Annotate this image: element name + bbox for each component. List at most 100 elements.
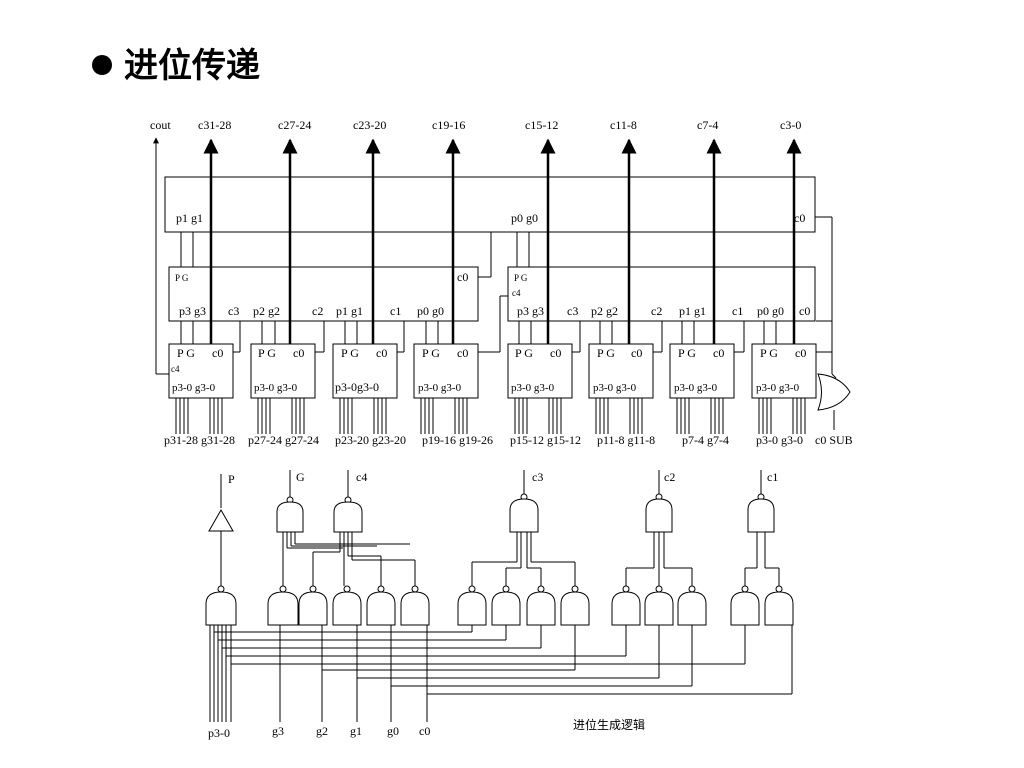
small-block-2-c0: c0: [293, 346, 304, 360]
level1-left-pg: P G: [175, 273, 189, 283]
nand-gate-b10-icon: [560, 591, 590, 626]
small-block-7: [669, 343, 735, 399]
logic-caption: 进位生成逻辑: [573, 717, 645, 732]
block-input-labels: p31-28 g31-28 p27-24 g27-24 p23-20 g23-2…: [164, 433, 853, 447]
logic-in-g1: g1: [350, 724, 362, 738]
level2-label-p0g0: p0 g0: [511, 211, 538, 225]
input-label-5: p15-12 g15-12: [510, 433, 581, 447]
logic-out-c1: c1: [767, 470, 778, 484]
level1-left-pin-p1g1: p1 g1: [336, 304, 363, 318]
small-block-3: [332, 343, 398, 399]
carry-generation-logic: P G c4 c3 c2 c1: [205, 470, 794, 740]
small-block-5-out: p3-0 g3-0: [511, 382, 555, 394]
small-block-2-pg: P G: [258, 346, 276, 360]
small-block-1-c0: c0: [212, 346, 223, 360]
small-block-1-pg: P G: [177, 346, 195, 360]
input-label-2: p27-24 g27-24: [248, 433, 319, 447]
small-block-3-pg: P G: [341, 346, 359, 360]
nand-gate-c2-icon: [645, 498, 673, 533]
small-block-7-out: p3-0 g3-0: [674, 382, 718, 394]
small-block-7-pg: P G: [678, 346, 696, 360]
level1-right-pin-p1g1: p1 g1: [679, 304, 706, 318]
level2-label-p1g1: p1 g1: [176, 211, 203, 225]
label-c3-0: c3-0: [780, 118, 801, 132]
logic-out-c4: c4: [356, 470, 367, 484]
small-block-1-out: p3-0 g3-0: [172, 382, 216, 394]
small-block-2: [250, 343, 316, 399]
level1-left-pin-c1: c1: [390, 304, 401, 318]
small-blocks: P G c0 c4 p3-0 g3-0 P G c0 p3-0 g3-0 P G…: [168, 343, 817, 399]
label-c15-12: c15-12: [525, 118, 558, 132]
level1-left-pin-p3g3: p3 g3: [179, 304, 206, 318]
level1-right-pin-c2: c2: [651, 304, 662, 318]
nand-gate-b12-icon: [644, 591, 674, 626]
logic-in-g0: g0: [387, 724, 399, 738]
slide-title: 进位传递: [92, 44, 260, 88]
level1-left-pin-p2g2: p2 g2: [253, 304, 280, 318]
label-cout: cout: [150, 118, 171, 132]
nand-gate-b13-icon: [677, 591, 707, 626]
small-block-8: [751, 343, 817, 399]
level1-right-pin-c1: c1: [732, 304, 743, 318]
small-block-6-out: p3-0 g3-0: [593, 382, 637, 394]
small-block-1-c4: c4: [171, 364, 180, 374]
input-label-1: p31-28 g31-28: [164, 433, 235, 447]
nand-gate-b11-icon: [611, 591, 641, 626]
level1-right-c4: c4: [512, 288, 521, 298]
level1-left-c0: c0: [457, 270, 468, 284]
nand-gate-b1-icon: [205, 591, 237, 626]
small-block-8-out: p3-0 g3-0: [756, 382, 800, 394]
nand-gate-b9-icon: [526, 591, 556, 626]
small-block-3-c0: c0: [376, 346, 387, 360]
logic-in-g3: g3: [272, 724, 284, 738]
label-c23-20: c23-20: [353, 118, 386, 132]
nand-gate-b4-icon: [332, 591, 362, 626]
small-block-1: [168, 343, 234, 399]
top-output-labels: cout c31-28 c27-24 c23-20 c19-16 c15-12 …: [150, 118, 801, 132]
or-gate-label: c0 SUB: [815, 433, 853, 447]
nand-gate-G-icon: [276, 501, 304, 533]
or-gate-icon: [817, 373, 851, 411]
small-block-7-c0: c0: [713, 346, 724, 360]
small-block-8-c0: c0: [795, 346, 806, 360]
nand-gate-c4-icon: [333, 501, 363, 533]
input-label-4: p19-16 g19-26: [422, 433, 493, 447]
small-block-5-c0: c0: [550, 346, 561, 360]
small-block-5-pg: P G: [515, 346, 533, 360]
small-block-5: [507, 343, 573, 399]
logic-out-c3: c3: [532, 470, 543, 484]
buffer-gate-icon: [208, 508, 234, 532]
level1-left-pin-p0g0: p0 g0: [417, 304, 444, 318]
label-c27-24: c27-24: [278, 118, 311, 132]
nand-gate-b2-icon: [267, 591, 299, 626]
small-block-4-out: p3-0 g3-0: [418, 382, 462, 394]
level2-label-c0: c0: [794, 211, 805, 225]
input-label-8: p3-0 g3-0: [756, 433, 803, 447]
level1-left-pin-c3: c3: [228, 304, 239, 318]
small-block-6-c0: c0: [631, 346, 642, 360]
logic-in-c0: c0: [419, 724, 430, 738]
level1-right-pin-c0: c0: [799, 304, 810, 318]
logic-out-c2: c2: [664, 470, 675, 484]
level1-right-pin-p0g0: p0 g0: [757, 304, 784, 318]
small-block-6: [588, 343, 654, 399]
nand-gate-b3-icon: [298, 591, 328, 626]
small-block-3-out: p3-0g3-0: [335, 380, 379, 394]
nand-gate-c3-icon: [509, 498, 539, 533]
small-block-4: [413, 343, 479, 399]
nand-gate-b14-icon: [730, 591, 760, 626]
nand-gate-b5-icon: [366, 591, 396, 626]
label-c7-4: c7-4: [697, 118, 718, 132]
input-bus-lines: [175, 398, 806, 434]
small-block-4-c0: c0: [457, 346, 468, 360]
label-c19-16: c19-16: [432, 118, 465, 132]
input-label-3: p23-20 g23-20: [335, 433, 406, 447]
nand-gate-b7-icon: [457, 591, 487, 626]
nand-gate-b15-icon: [764, 591, 794, 626]
label-c31-28: c31-28: [198, 118, 231, 132]
input-label-7: p7-4 g7-4: [682, 433, 729, 447]
level1-block-right: [507, 266, 816, 322]
level1-right-pin-p2g2: p2 g2: [591, 304, 618, 318]
nand-gate-c1-icon: [747, 498, 775, 533]
